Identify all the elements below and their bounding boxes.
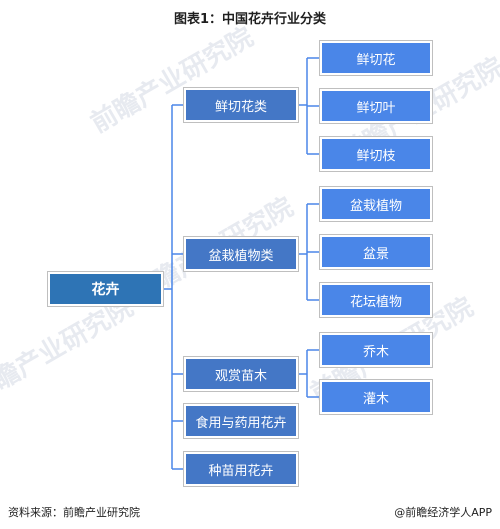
figure-title: 图表1：中国花卉行业分类 bbox=[173, 12, 327, 27]
category-node: 鲜切花类 bbox=[184, 88, 298, 122]
subcategory-node: 鲜切花 bbox=[320, 41, 432, 75]
brand-note: @前瞻经济学人APP bbox=[394, 506, 492, 519]
subcategory-node: 乔木 bbox=[320, 333, 432, 367]
category-node: 食用与药用花卉 bbox=[184, 404, 298, 438]
category-node: 种苗用花卉 bbox=[184, 452, 298, 486]
subcategory-node: 盆栽植物 bbox=[320, 187, 432, 221]
subcategory-node: 鲜切枝 bbox=[320, 137, 432, 171]
source-note: 资料来源：前瞻产业研究院 bbox=[8, 506, 140, 519]
root-node: 花卉 bbox=[48, 272, 163, 306]
subcategory-node: 鲜切叶 bbox=[320, 89, 432, 123]
category-node: 盆栽植物类 bbox=[184, 237, 298, 271]
category-node: 观赏苗木 bbox=[184, 357, 298, 391]
subcategory-node: 花坛植物 bbox=[320, 283, 432, 317]
subcategory-node: 灌木 bbox=[320, 380, 432, 414]
subcategory-node: 盆景 bbox=[320, 235, 432, 269]
